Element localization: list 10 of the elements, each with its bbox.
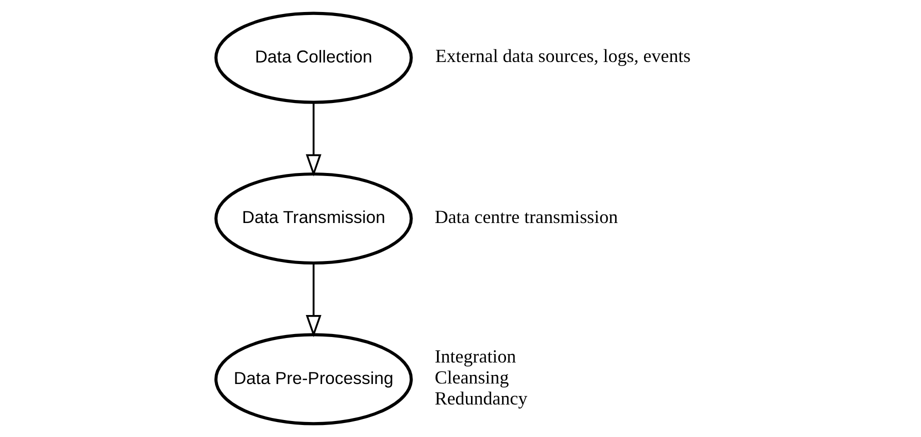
node-ellipse: Data Collection: [214, 12, 412, 104]
node-label: Integration: [434, 346, 516, 368]
arrow: [305, 263, 321, 338]
node-label: Data centre transmission: [434, 206, 618, 228]
node-label: External data sources, logs, events: [434, 46, 690, 68]
node-label: Redundancy: [434, 388, 527, 410]
node-ellipse: Data Transmission: [214, 172, 412, 265]
node-ellipse: Data Pre-Processing: [214, 333, 412, 426]
arrow: [305, 102, 321, 177]
node-label: Cleansing: [434, 368, 508, 389]
